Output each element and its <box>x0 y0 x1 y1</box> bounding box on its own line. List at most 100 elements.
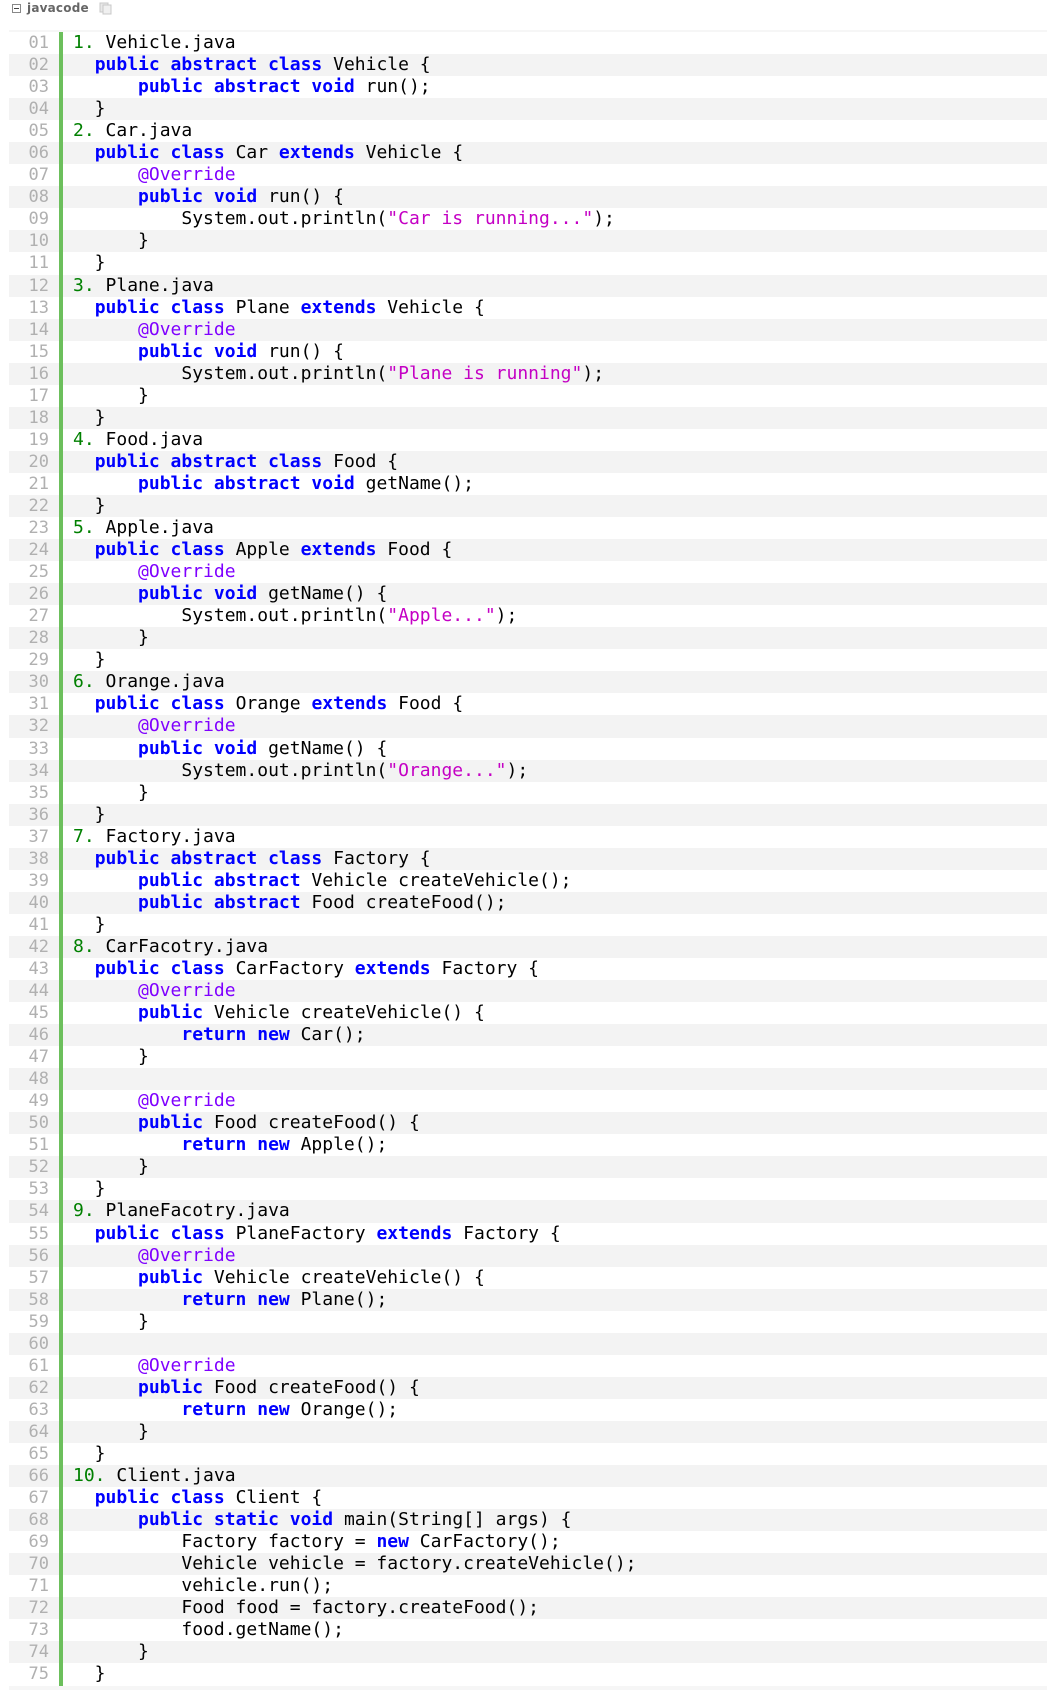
line-number: 24 <box>9 539 63 562</box>
code-line: 57 public Vehicle createVehicle() { <box>9 1266 1047 1289</box>
code-text: return new Plane(); <box>63 1289 387 1311</box>
keyword-token: public <box>138 1002 204 1024</box>
code-line: 73 food.getName(); <box>9 1619 1047 1642</box>
code-text-token: System.out.println( <box>73 208 388 230</box>
code-text-token: } <box>73 384 149 406</box>
line-number: 26 <box>9 583 63 606</box>
keyword-token: public abstract class <box>94 54 323 76</box>
code-text: 7. Factory.java <box>63 826 236 848</box>
code-line: 18 } <box>9 406 1047 429</box>
line-number: 32 <box>9 715 63 738</box>
code-text: System.out.println("Apple..."); <box>63 605 517 627</box>
code-text: Factory factory = new CarFactory(); <box>63 1531 560 1553</box>
code-line: 14 @Override <box>9 318 1047 341</box>
code-text: } <box>63 1178 106 1200</box>
line-number: 67 <box>9 1487 63 1510</box>
keyword-token: new <box>376 1531 409 1553</box>
line-number: 52 <box>9 1156 63 1179</box>
code-text: } <box>63 1046 149 1068</box>
code-text-token <box>73 319 138 340</box>
line-number: 49 <box>9 1090 63 1113</box>
line-number: 45 <box>9 1002 63 1025</box>
code-line: 67 public class Client { <box>9 1487 1047 1510</box>
line-number: 29 <box>9 649 63 672</box>
line-number: 56 <box>9 1244 63 1267</box>
code-text-token: System.out.println( <box>73 362 388 384</box>
code-text: Food food = factory.createFood(); <box>63 1597 539 1619</box>
code-text: @Override <box>63 319 236 341</box>
line-number: 38 <box>9 847 63 870</box>
code-text-token: Vehicle.java <box>105 32 236 53</box>
line-number: 57 <box>9 1266 63 1289</box>
string-token: "Orange..." <box>387 759 507 781</box>
line-number: 20 <box>9 450 63 473</box>
list-number-token: 6. <box>73 671 106 693</box>
line-number: 73 <box>9 1619 63 1642</box>
code-line: 16 System.out.println("Plane is running"… <box>9 362 1047 385</box>
annotation-token: @Override <box>138 561 236 583</box>
code-text-token: } <box>73 1310 149 1332</box>
line-number: 37 <box>9 825 63 848</box>
code-text: Vehicle vehicle = factory.createVehicle(… <box>63 1553 636 1575</box>
keyword-token: extends <box>300 296 377 318</box>
keyword-token: return new <box>181 1134 290 1156</box>
keyword-token: public abstract void <box>138 472 355 494</box>
keyword-token: public abstract <box>138 891 301 913</box>
collapse-toggle-icon[interactable] <box>12 3 21 13</box>
line-number: 62 <box>9 1376 63 1399</box>
line-number: 65 <box>9 1443 63 1466</box>
code-text-token: } <box>73 649 106 671</box>
line-number: 53 <box>9 1178 63 1201</box>
code-text-token <box>73 1289 181 1310</box>
code-text: @Override <box>63 1090 236 1112</box>
line-number: 54 <box>9 1200 63 1223</box>
line-number: 40 <box>9 891 63 914</box>
code-text-token: getName(); <box>354 472 474 494</box>
line-number: 23 <box>9 517 63 540</box>
code-text-token <box>73 1134 181 1155</box>
copy-icon[interactable] <box>97 1 115 15</box>
code-line: 34 System.out.println("Orange..."); <box>9 759 1047 782</box>
code-text-token: System.out.println( <box>73 605 388 627</box>
code-text-token: Client.java <box>116 1465 236 1487</box>
code-text-token: Factory { <box>430 957 540 979</box>
keyword-token: public <box>138 1266 204 1288</box>
code-line: 21 public abstract void getName(); <box>9 472 1047 495</box>
keyword-token: public class <box>94 142 225 164</box>
code-text-token <box>73 1399 181 1420</box>
code-text: public class Apple extends Food { <box>63 539 453 561</box>
code-text: vehicle.run(); <box>63 1575 333 1597</box>
code-text-token: Car(); <box>289 1024 366 1046</box>
keyword-token: public abstract void <box>138 76 355 98</box>
keyword-token: extends <box>300 539 377 561</box>
line-number: 68 <box>9 1509 63 1532</box>
code-text-token: } <box>73 1420 149 1442</box>
line-number: 71 <box>9 1575 63 1598</box>
code-text-token <box>73 76 138 97</box>
line-number: 08 <box>9 186 63 209</box>
code-line: 69 Factory factory = new CarFactory(); <box>9 1531 1047 1554</box>
code-text-token: Plane.java <box>105 274 214 296</box>
string-token: "Apple..." <box>387 605 496 627</box>
code-text: System.out.println("Orange..."); <box>63 760 528 782</box>
code-text-token <box>73 54 95 75</box>
code-line: 63 return new Orange(); <box>9 1398 1047 1421</box>
code-text-token <box>73 1024 181 1045</box>
code-line: 60 <box>9 1332 1047 1355</box>
code-line: 58 return new Plane(); <box>9 1288 1047 1311</box>
list-number-token: 1. <box>73 32 106 53</box>
line-number: 11 <box>9 252 63 275</box>
line-number: 30 <box>9 671 63 694</box>
code-line: 50 public Food createFood() { <box>9 1112 1047 1135</box>
code-text-token: main(String[] args) { <box>333 1509 572 1531</box>
code-text-token: Vehicle createVehicle(); <box>300 869 572 891</box>
code-line: 36 } <box>9 803 1047 826</box>
code-text-token: Orange.java <box>105 671 225 693</box>
keyword-token: public static void <box>138 1509 334 1531</box>
code-text-token <box>73 1245 138 1266</box>
line-number: 03 <box>9 76 63 99</box>
code-line: 47 } <box>9 1046 1047 1069</box>
code-text: } <box>63 1311 149 1333</box>
code-text: public abstract void run(); <box>63 76 431 98</box>
